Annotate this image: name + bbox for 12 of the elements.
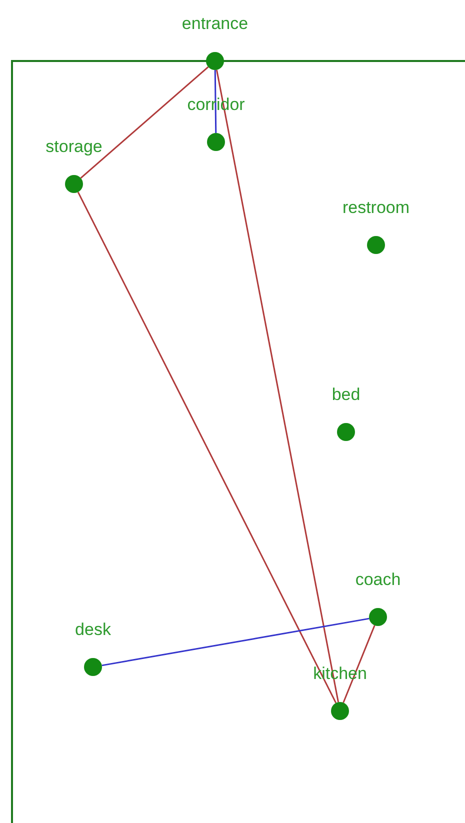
- room-label: restroom: [342, 198, 410, 218]
- room-label: desk: [75, 620, 111, 640]
- connector-line: [216, 70, 340, 702]
- connector-line: [102, 618, 370, 666]
- room-label: bed: [332, 385, 360, 405]
- room-label: coach: [355, 570, 401, 590]
- connector-line: [214, 70, 217, 134]
- connector-line: [80, 66, 209, 179]
- room-label: entrance: [182, 14, 248, 34]
- connector-line: [77, 192, 337, 704]
- connector-line: [342, 625, 376, 703]
- room-label: storage: [46, 137, 102, 157]
